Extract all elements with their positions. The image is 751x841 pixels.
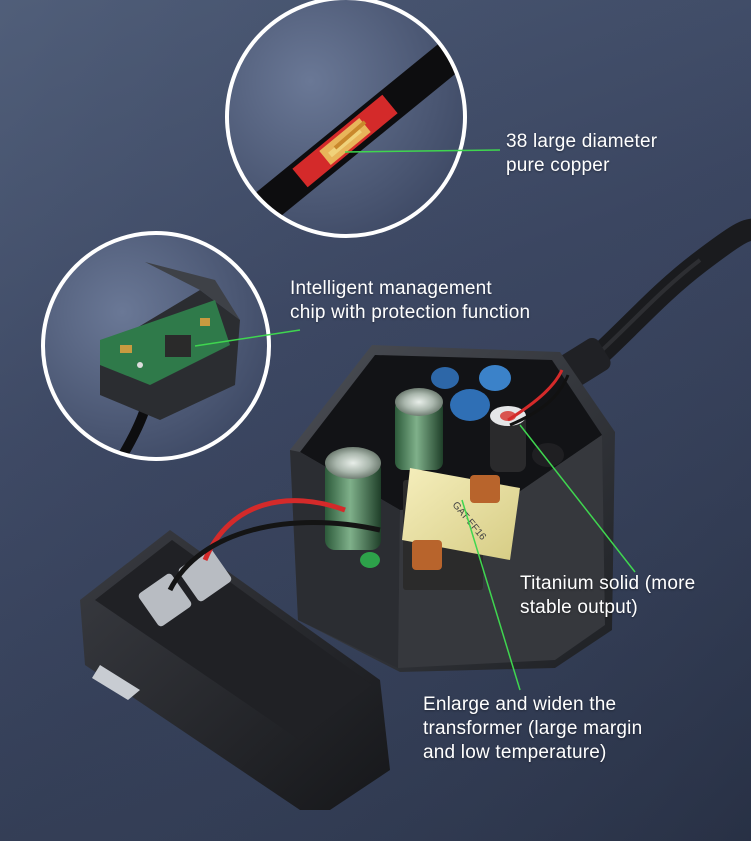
pcb-internals: GAT-EF16 bbox=[325, 365, 570, 590]
callout-titanium-line1: Titanium solid (more bbox=[520, 573, 696, 594]
callout-transformer-line2: transformer (large margin bbox=[423, 718, 643, 739]
callout-transformer-line1: Enlarge and widen the bbox=[423, 694, 617, 715]
callout-chip-line2: chip with protection function bbox=[290, 302, 531, 323]
titanium-solid-capacitor bbox=[490, 406, 564, 472]
red-wire bbox=[202, 498, 346, 561]
callout-titanium: Titanium solid (more stable output) bbox=[520, 572, 695, 620]
leader-line-copper bbox=[344, 149, 501, 153]
callout-copper: 38 large diameter pure copper bbox=[506, 130, 657, 178]
callout-transformer-line3: and low temperature) bbox=[423, 742, 607, 763]
leader-line-titanium bbox=[519, 424, 636, 573]
callout-titanium-line2: stable output) bbox=[520, 597, 638, 618]
management-chip bbox=[165, 335, 191, 357]
adapter-lid bbox=[80, 530, 390, 810]
callout-copper-line2: pure copper bbox=[506, 155, 610, 176]
leader-line-transformer bbox=[461, 499, 521, 691]
callout-chip: Intelligent management chip with protect… bbox=[290, 277, 530, 325]
magnified-chip-inset bbox=[41, 231, 271, 461]
callout-copper-line1: 38 large diameter bbox=[506, 131, 658, 152]
callout-chip-line1: Intelligent management bbox=[290, 278, 492, 299]
callout-transformer: Enlarge and widen the transformer (large… bbox=[423, 693, 642, 765]
black-wire bbox=[167, 520, 381, 592]
leader-lines bbox=[194, 149, 636, 691]
leader-line-chip bbox=[194, 329, 301, 347]
